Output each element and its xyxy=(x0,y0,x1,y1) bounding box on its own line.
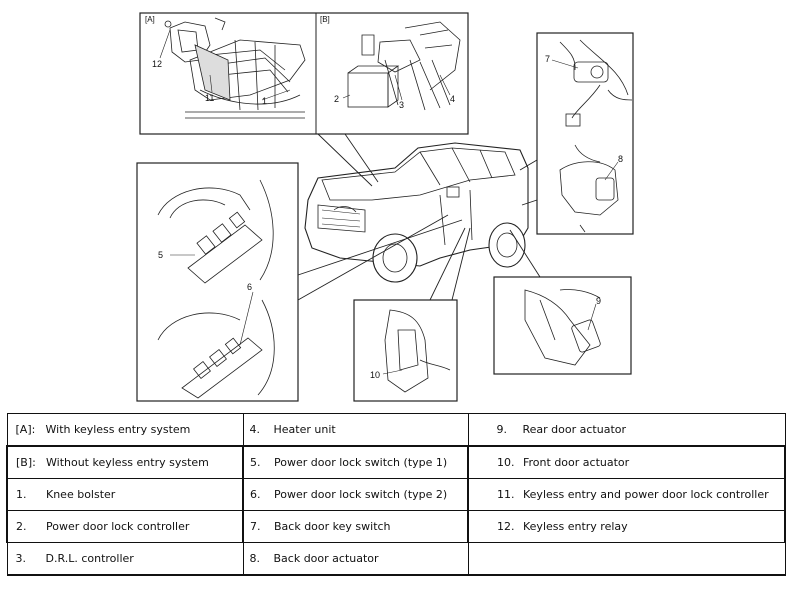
legend-cell: 9.Rear door actuator xyxy=(467,413,786,447)
callout-5: 5 xyxy=(158,250,163,260)
inset-front-door xyxy=(353,299,458,402)
legend-cell: 7.Back door key switch xyxy=(242,510,469,543)
legend-cell: 2.Power door lock controller xyxy=(6,510,244,543)
legend-row: [B]:Without keyless entry system 5.Power… xyxy=(6,445,786,479)
legend-cell: [A]:With keyless entry system xyxy=(6,413,244,447)
legend-table: [A]:With keyless entry system 4.Heater u… xyxy=(6,413,786,576)
inset-top xyxy=(139,12,469,135)
legend-row: 2.Power door lock controller 7.Back door… xyxy=(6,510,786,543)
legend-cell: 5.Power door lock switch (type 1) xyxy=(242,445,469,479)
callout-3: 3 xyxy=(399,100,404,110)
callout-6: 6 xyxy=(247,282,252,292)
inset-door-switches xyxy=(136,162,299,402)
callout-12: 12 xyxy=(152,59,162,69)
inset-b-drawing xyxy=(347,21,461,111)
panel-tag-b: [B] xyxy=(320,15,330,24)
inset-back-door xyxy=(536,32,634,235)
callout-8: 8 xyxy=(618,154,623,164)
callout-1: 1 xyxy=(262,96,267,106)
component-location-diagram: [A] [B] 1 2 3 4 5 6 7 8 9 10 11 12 xyxy=(136,12,634,402)
inset-rear-door xyxy=(493,276,632,375)
legend-cell: 1.Knee bolster xyxy=(6,478,244,511)
callout-leaders xyxy=(159,29,619,375)
legend-cell: 8.Back door actuator xyxy=(242,542,469,576)
legend-cell: 10.Front door actuator xyxy=(467,445,786,479)
callout-10: 10 xyxy=(370,370,380,380)
inset-leader-lines xyxy=(297,133,541,301)
panel-tag-a: [A] xyxy=(145,15,155,24)
callout-11: 11 xyxy=(205,93,214,103)
callout-2: 2 xyxy=(334,94,339,104)
legend-cell: 4.Heater unit xyxy=(242,413,469,447)
legend-cell: 3.D.R.L. controller xyxy=(6,542,244,576)
callout-9: 9 xyxy=(596,296,601,306)
inset-a-drawing xyxy=(164,17,306,119)
legend-row: 1.Knee bolster 6.Power door lock switch … xyxy=(6,478,786,511)
callout-7: 7 xyxy=(545,54,550,64)
legend-cell: [B]:Without keyless entry system xyxy=(6,445,244,479)
legend-cell xyxy=(467,542,786,576)
legend-cell: 6.Power door lock switch (type 2) xyxy=(242,478,469,511)
legend-cell: 11.Keyless entry and power door lock con… xyxy=(467,478,786,511)
legend-row: [A]:With keyless entry system 4.Heater u… xyxy=(6,413,786,447)
legend-row: 3.D.R.L. controller 8.Back door actuator xyxy=(6,542,786,576)
callout-4: 4 xyxy=(450,94,455,104)
legend-cell: 12.Keyless entry relay xyxy=(467,510,786,543)
